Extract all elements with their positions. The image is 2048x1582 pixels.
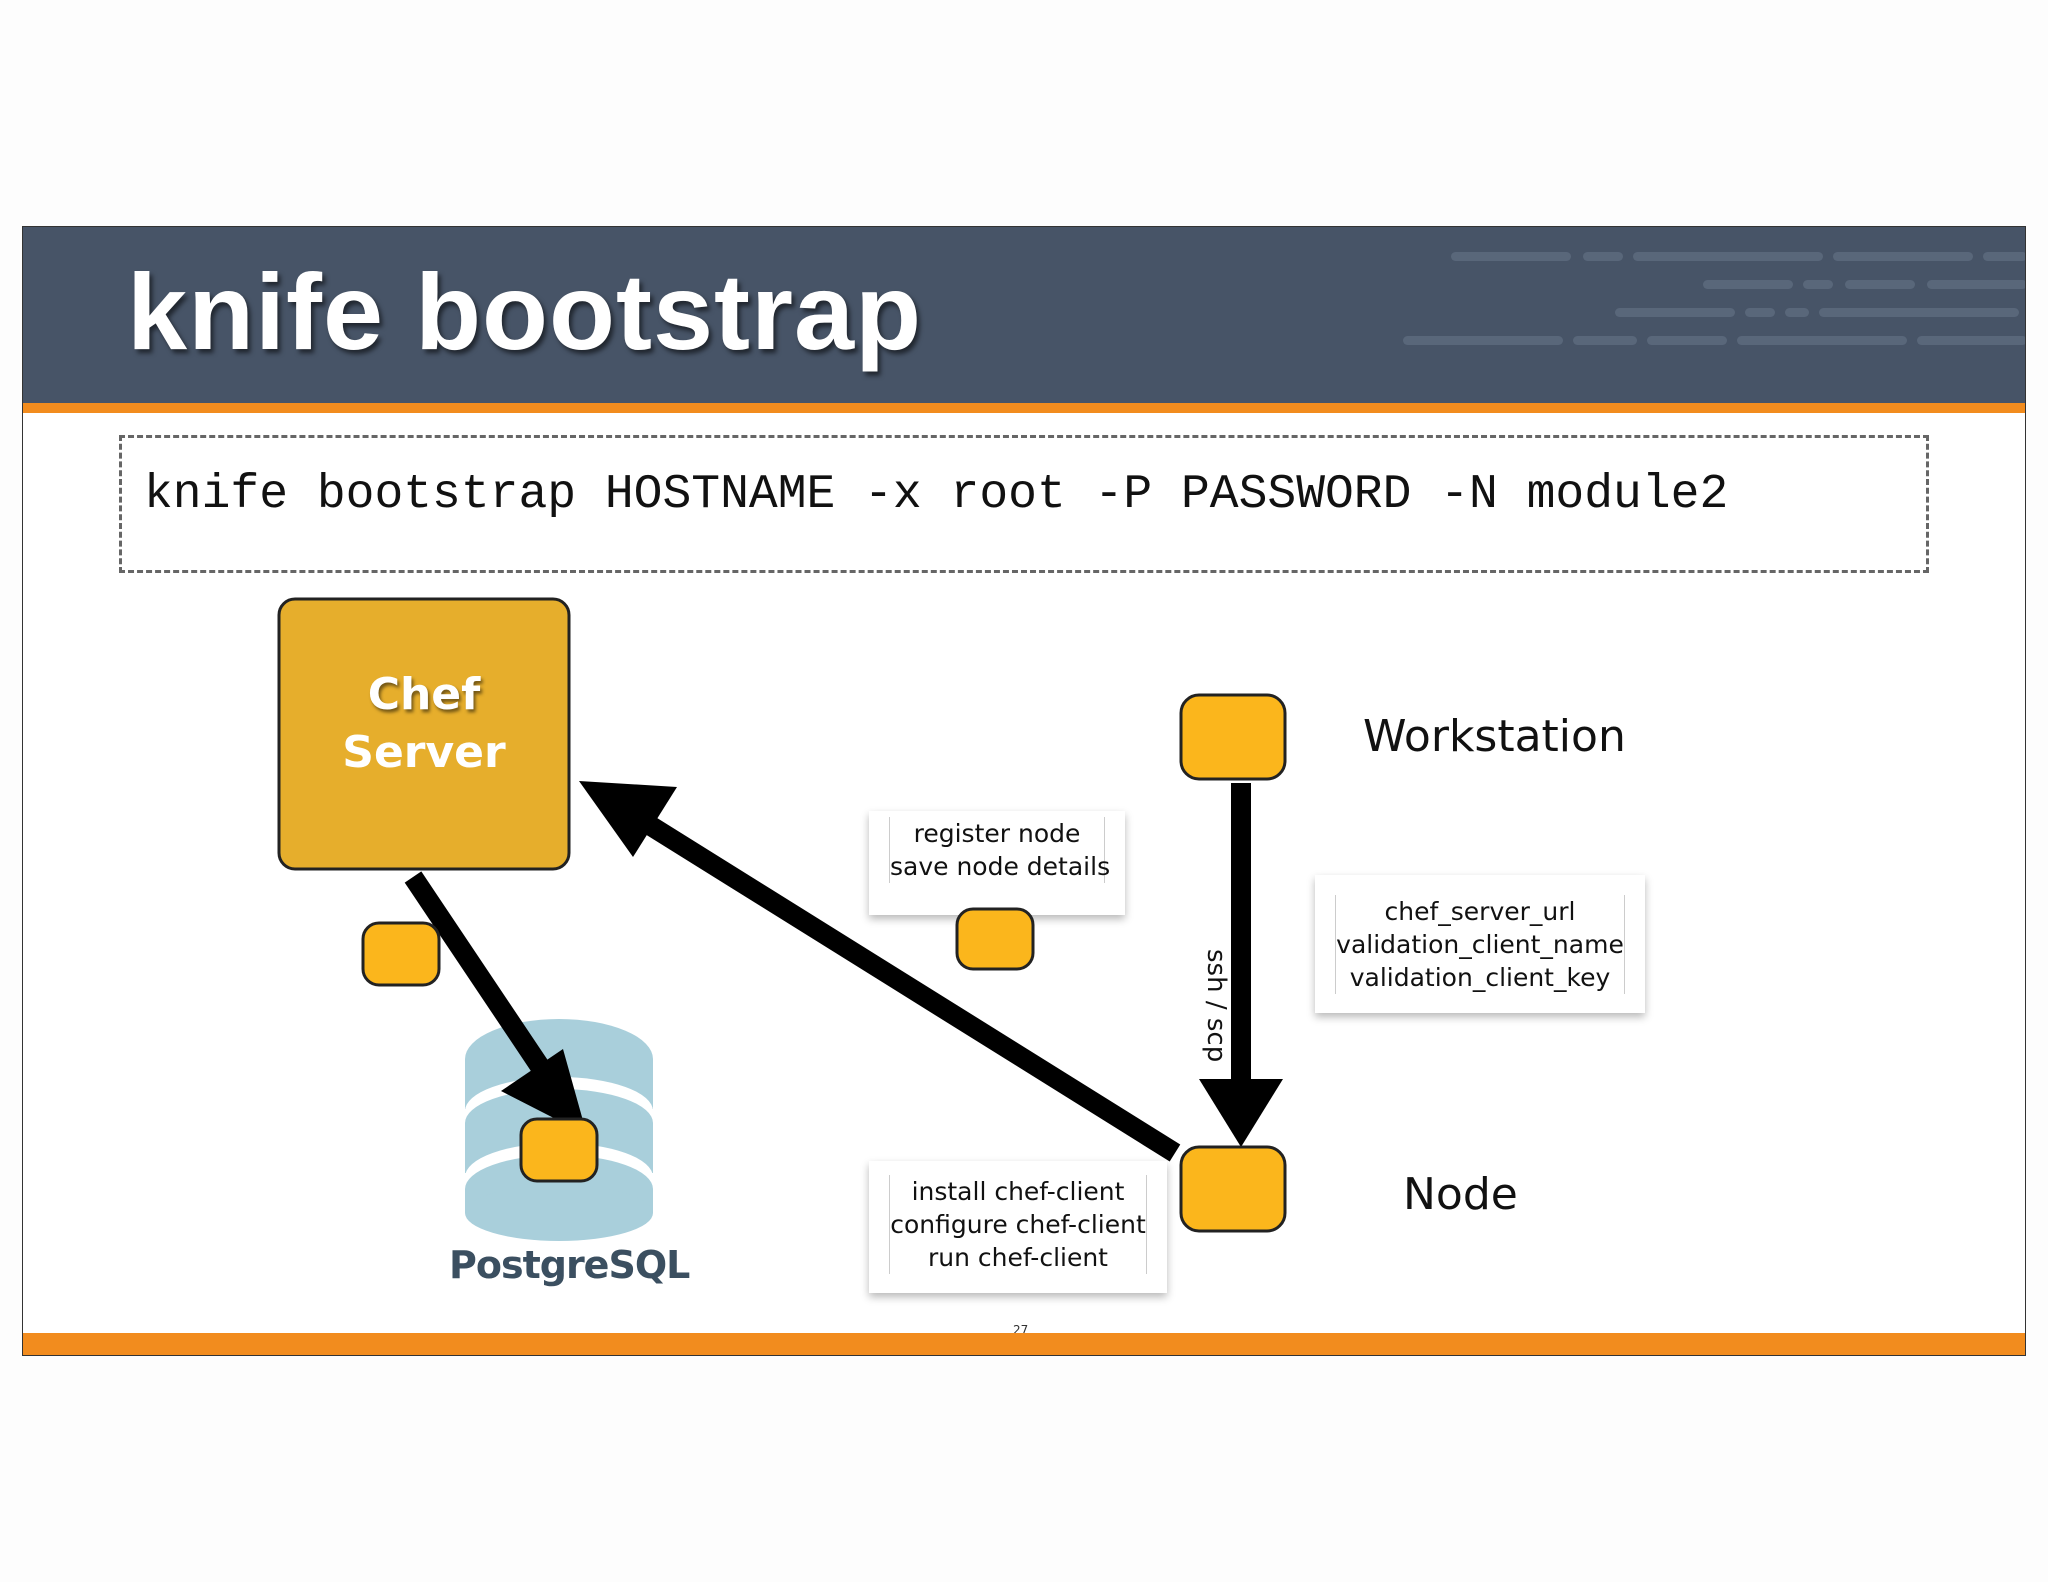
note-register: register node save node details bbox=[869, 811, 1125, 915]
note-register-line-1: register node bbox=[913, 819, 1081, 848]
note-config-line-3: validation_client_key bbox=[1349, 963, 1611, 992]
register-token bbox=[955, 907, 1035, 971]
chef-server-label-line1: Chef bbox=[368, 669, 481, 720]
server-token bbox=[361, 921, 441, 987]
note-register-line-2: save node details bbox=[890, 852, 1111, 881]
postgres-label: PostgreSQL bbox=[449, 1243, 690, 1287]
workstation-label: Workstation bbox=[1363, 711, 1626, 762]
header-accent-stripe bbox=[23, 403, 2025, 413]
arrow-server-to-postgres bbox=[404, 871, 560, 1089]
bootstrap-diagram: Chef Server bbox=[277, 597, 1287, 1241]
footer-accent-stripe bbox=[23, 1333, 2025, 1355]
arrow-head-postgres bbox=[501, 1049, 587, 1135]
slide-header: knife bootstrap bbox=[23, 227, 2025, 403]
note-config-line-2: validation_client_name bbox=[1336, 930, 1624, 959]
note-config: chef_server_url validation_client_name v… bbox=[1315, 875, 1645, 1013]
node-token bbox=[1179, 1145, 1287, 1233]
arrow-head-server bbox=[579, 781, 677, 857]
slide: knife bootstrap knife bootstrap HOSTNAME… bbox=[22, 226, 2026, 1356]
chef-server-box bbox=[277, 597, 571, 871]
register-token-layer bbox=[955, 907, 1035, 971]
note-config-line-1: chef_server_url bbox=[1384, 897, 1576, 926]
node-label: Node bbox=[1403, 1169, 1518, 1220]
chef-server-label-line2: Server bbox=[342, 727, 506, 778]
note-install-line-3: run chef-client bbox=[927, 1243, 1108, 1272]
postgres-token bbox=[519, 1117, 599, 1183]
note-install-line-2: configure chef-client bbox=[890, 1210, 1146, 1239]
command-text: knife bootstrap HOSTNAME -x root -P PASS… bbox=[144, 468, 1729, 522]
workstation-token bbox=[1179, 693, 1287, 781]
arrow-head-node bbox=[1199, 1079, 1283, 1147]
arrow-node-to-server bbox=[637, 812, 1181, 1162]
command-box: knife bootstrap HOSTNAME -x root -P PASS… bbox=[119, 435, 1929, 573]
slide-title: knife bootstrap bbox=[127, 251, 923, 372]
note-install-line-1: install chef-client bbox=[911, 1177, 1125, 1206]
ssh-scp-label: ssh / scp bbox=[1201, 949, 1231, 1063]
note-install: install chef-client configure chef-clien… bbox=[869, 1161, 1167, 1293]
